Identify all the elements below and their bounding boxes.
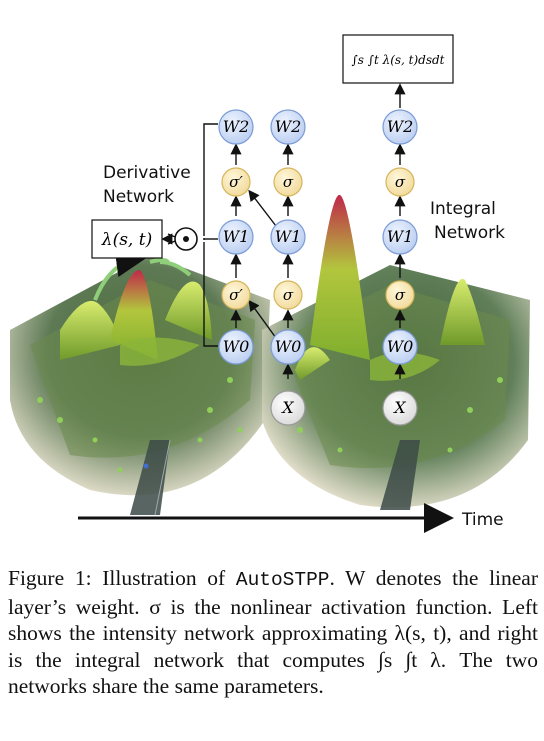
deriv-w2-node: W2 bbox=[218, 109, 254, 145]
caption-text-2: . W denotes the linear layer’s weight. σ… bbox=[8, 566, 539, 698]
svg-text:W1: W1 bbox=[387, 227, 414, 246]
svg-text:∫s ∫t λ(s, t)dsdt: ∫s ∫t λ(s, t)dsdt bbox=[351, 53, 444, 67]
mid-sigma-node-top: σ bbox=[273, 167, 303, 197]
svg-text:W2: W2 bbox=[223, 117, 250, 136]
svg-text:W2: W2 bbox=[275, 117, 302, 136]
int-sigma-node-top: σ bbox=[385, 167, 415, 197]
svg-text:λ(s, t): λ(s, t) bbox=[101, 230, 152, 250]
svg-text:X: X bbox=[280, 398, 294, 417]
mid-x-input-node: X bbox=[270, 390, 306, 426]
time-axis-label: Time bbox=[461, 510, 504, 530]
int-sigma-node-bottom: σ bbox=[385, 280, 415, 310]
caption-text-1: Illustration of bbox=[102, 566, 226, 590]
svg-text:σ: σ bbox=[395, 173, 406, 191]
svg-text:W0: W0 bbox=[275, 337, 302, 356]
svg-text:W0: W0 bbox=[223, 337, 250, 356]
svg-text:W1: W1 bbox=[223, 227, 250, 246]
left-intensity-surface bbox=[10, 245, 270, 516]
integral-network-label-line1: Integral bbox=[430, 199, 496, 219]
figure-caption: Figure 1: Illustration of AutoSTPP. W de… bbox=[8, 565, 538, 700]
svg-text:σ: σ bbox=[395, 286, 406, 304]
svg-text:σ′: σ′ bbox=[229, 286, 243, 304]
int-w2-node: W2 bbox=[382, 109, 418, 145]
int-w1-node: W1 bbox=[382, 219, 418, 255]
int-x-input-node: X bbox=[382, 390, 418, 426]
deriv-sigma-prime-node-bottom: σ′ bbox=[221, 280, 251, 310]
svg-text:σ: σ bbox=[283, 286, 294, 304]
svg-text:W2: W2 bbox=[387, 117, 414, 136]
svg-text:X: X bbox=[392, 398, 406, 417]
derivative-network-label-line2: Network bbox=[103, 187, 174, 207]
mid-w0-node: W0 bbox=[270, 329, 306, 365]
right-integral-surface bbox=[262, 194, 530, 510]
intensity-output-box: λ(s, t) bbox=[91, 219, 163, 259]
integral-network-label-line2: Network bbox=[434, 223, 505, 243]
derivative-network-label-line1: Derivative bbox=[103, 163, 191, 183]
caption-method-name: AutoSTPP bbox=[235, 569, 330, 591]
deriv-sigma-prime-node-top: σ′ bbox=[221, 167, 251, 197]
svg-text:σ: σ bbox=[283, 173, 294, 191]
hadamard-product-node bbox=[174, 227, 198, 251]
deriv-w0-node: W0 bbox=[218, 329, 254, 365]
integral-output-box: ∫s ∫t λ(s, t)dsdt bbox=[342, 34, 454, 84]
int-w0-node: W0 bbox=[382, 329, 418, 365]
figure-illustration: Time Derivative Network Integral Network bbox=[10, 34, 530, 533]
caption-figure-label: Figure 1: bbox=[8, 566, 92, 590]
deriv-w1-node: W1 bbox=[218, 219, 254, 255]
svg-text:W0: W0 bbox=[387, 337, 414, 356]
mid-sigma-node-bottom: σ bbox=[273, 280, 303, 310]
mid-w2-node: W2 bbox=[270, 109, 306, 145]
svg-text:σ′: σ′ bbox=[229, 173, 243, 191]
svg-text:W1: W1 bbox=[275, 227, 302, 246]
mid-w1-node: W1 bbox=[270, 219, 306, 255]
